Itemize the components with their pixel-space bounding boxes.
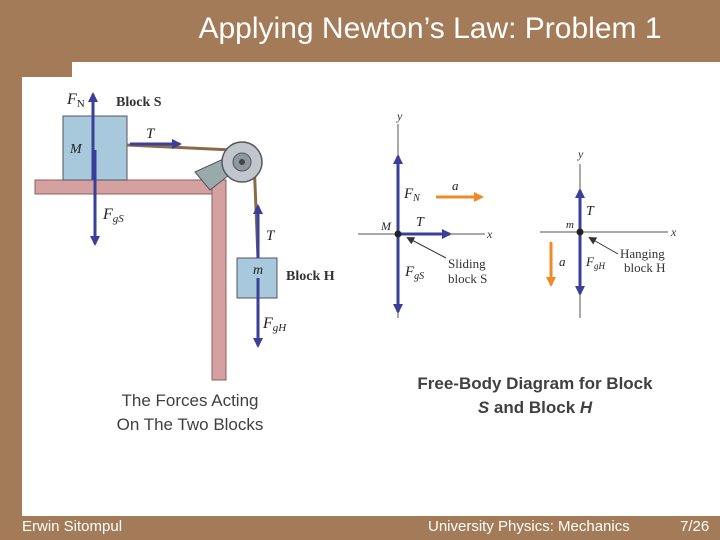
label-t-h-right: T <box>586 204 595 219</box>
label-mass-h-right: m <box>566 219 574 231</box>
label-fgh-right: FgH <box>585 254 605 271</box>
table <box>34 179 227 381</box>
label-fn-left: FN <box>66 91 85 110</box>
label-mass-s-right: M <box>380 219 392 233</box>
label-t-s-right: T <box>416 215 425 230</box>
label-block-s: Block S <box>116 95 162 110</box>
label-mass-s: M <box>69 142 83 157</box>
axis-y-h: y <box>577 147 584 161</box>
label-a-s: a <box>452 178 459 193</box>
axis-x-h: x <box>670 225 677 239</box>
caption-forces-line2: On The Two Blocks <box>116 415 264 434</box>
fbd-hanging-block <box>540 164 668 318</box>
label-fn-right: FN <box>403 186 421 204</box>
footer-course: University Physics: Mechanics <box>428 518 630 535</box>
title-accent-bar <box>22 62 72 77</box>
label-t-h: T <box>266 228 276 244</box>
footer-page-number: 7/26 <box>680 518 710 535</box>
label-a-h: a <box>559 254 566 269</box>
caption-fbd-line1: Free-Body Diagram for Block <box>417 374 653 393</box>
caption-fbd-line2: S and Block H <box>477 398 593 417</box>
pulley <box>194 141 263 191</box>
fbd-sliding-block <box>358 124 485 318</box>
caption-fbd: Free-Body Diagram for Block S and Block … <box>380 372 690 420</box>
label-fgs-right: FgS <box>404 264 424 282</box>
caption-forces: The Forces Acting On The Two Blocks <box>80 389 300 437</box>
slide-title: Applying Newton’s Law: Problem 1 <box>198 12 662 45</box>
label-block-h: Block H <box>286 269 335 284</box>
caption-forces-line1: The Forces Acting <box>121 391 259 410</box>
axis-y-s: y <box>396 109 403 123</box>
axis-x-s: x <box>486 227 493 241</box>
label-mass-h: m <box>253 263 263 278</box>
label-t-s: T <box>146 126 156 142</box>
label-fgh-left: FgH <box>262 315 287 334</box>
label-fgs-left: FgS <box>102 206 124 225</box>
slide-area <box>22 62 720 516</box>
footer-author: Erwin Sitompul <box>22 518 123 535</box>
